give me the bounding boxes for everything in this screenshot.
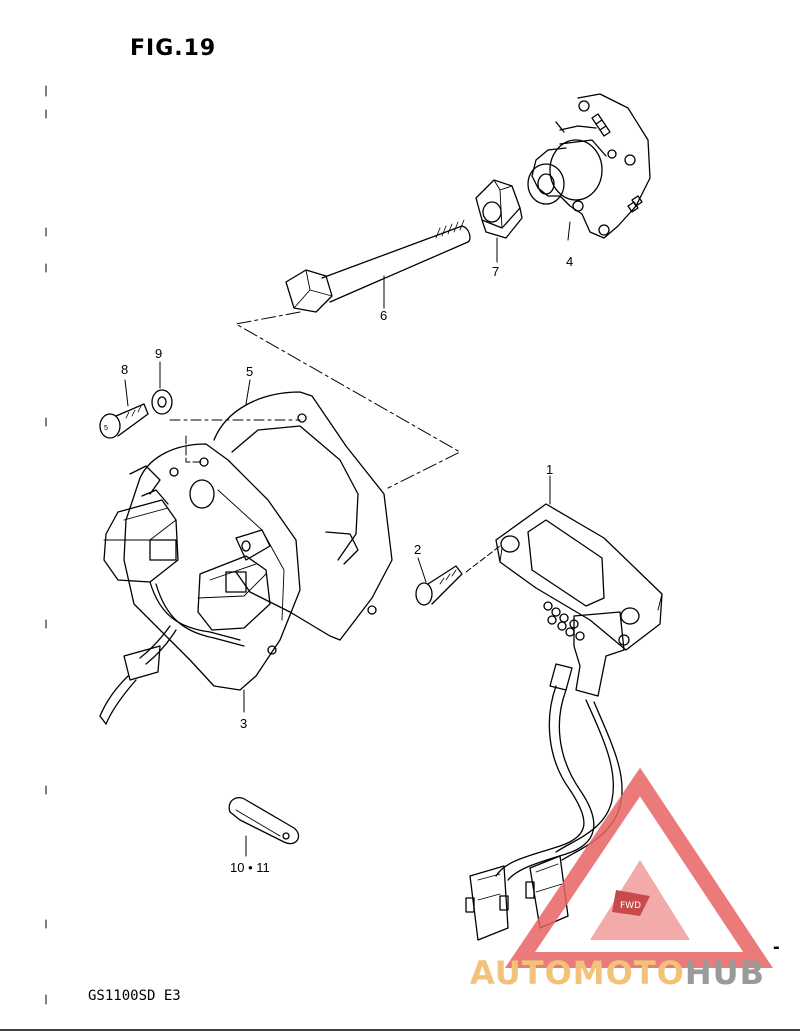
callout-7: 7 bbox=[492, 264, 499, 279]
watermark-text: AUTOMOTOHUB bbox=[470, 954, 765, 992]
model-code: GS1100SD E3 bbox=[88, 988, 181, 1004]
callout-1: 1 bbox=[546, 462, 553, 477]
callout-4: 4 bbox=[566, 254, 573, 269]
part-2-screw bbox=[415, 557, 463, 606]
part-6-bolt bbox=[285, 219, 471, 313]
part-3-base-plate bbox=[99, 443, 301, 725]
corner-mark: - bbox=[773, 936, 780, 958]
part-10-11-clamp bbox=[228, 797, 300, 857]
part-9-washer bbox=[151, 361, 173, 415]
callout-5: 5 bbox=[246, 364, 253, 379]
part-7-nut bbox=[475, 179, 523, 263]
assembly-lines bbox=[169, 311, 501, 573]
callout-9: 9 bbox=[155, 346, 162, 361]
part-8-screw bbox=[99, 379, 149, 439]
part-4-advancer bbox=[527, 93, 651, 241]
watermark-logo: FWD bbox=[504, 767, 773, 968]
watermark-badge: FWD bbox=[620, 901, 641, 911]
callout-10-11: 10 • 11 bbox=[230, 860, 270, 875]
callout-2: 2 bbox=[414, 542, 421, 557]
callout-6: 6 bbox=[380, 308, 387, 323]
part-1-signal-unit bbox=[465, 475, 663, 941]
watermark-text-part1: AUTOMOTO bbox=[470, 954, 685, 992]
callout-8: 8 bbox=[121, 362, 128, 377]
screw-head-mark: 5 bbox=[104, 425, 108, 432]
part-5-plate bbox=[213, 379, 393, 641]
callout-3: 3 bbox=[240, 716, 247, 731]
watermark-text-part2: HUB bbox=[684, 954, 766, 992]
figure-title: FIG.19 bbox=[130, 36, 217, 61]
scan-marks bbox=[0, 85, 800, 1031]
